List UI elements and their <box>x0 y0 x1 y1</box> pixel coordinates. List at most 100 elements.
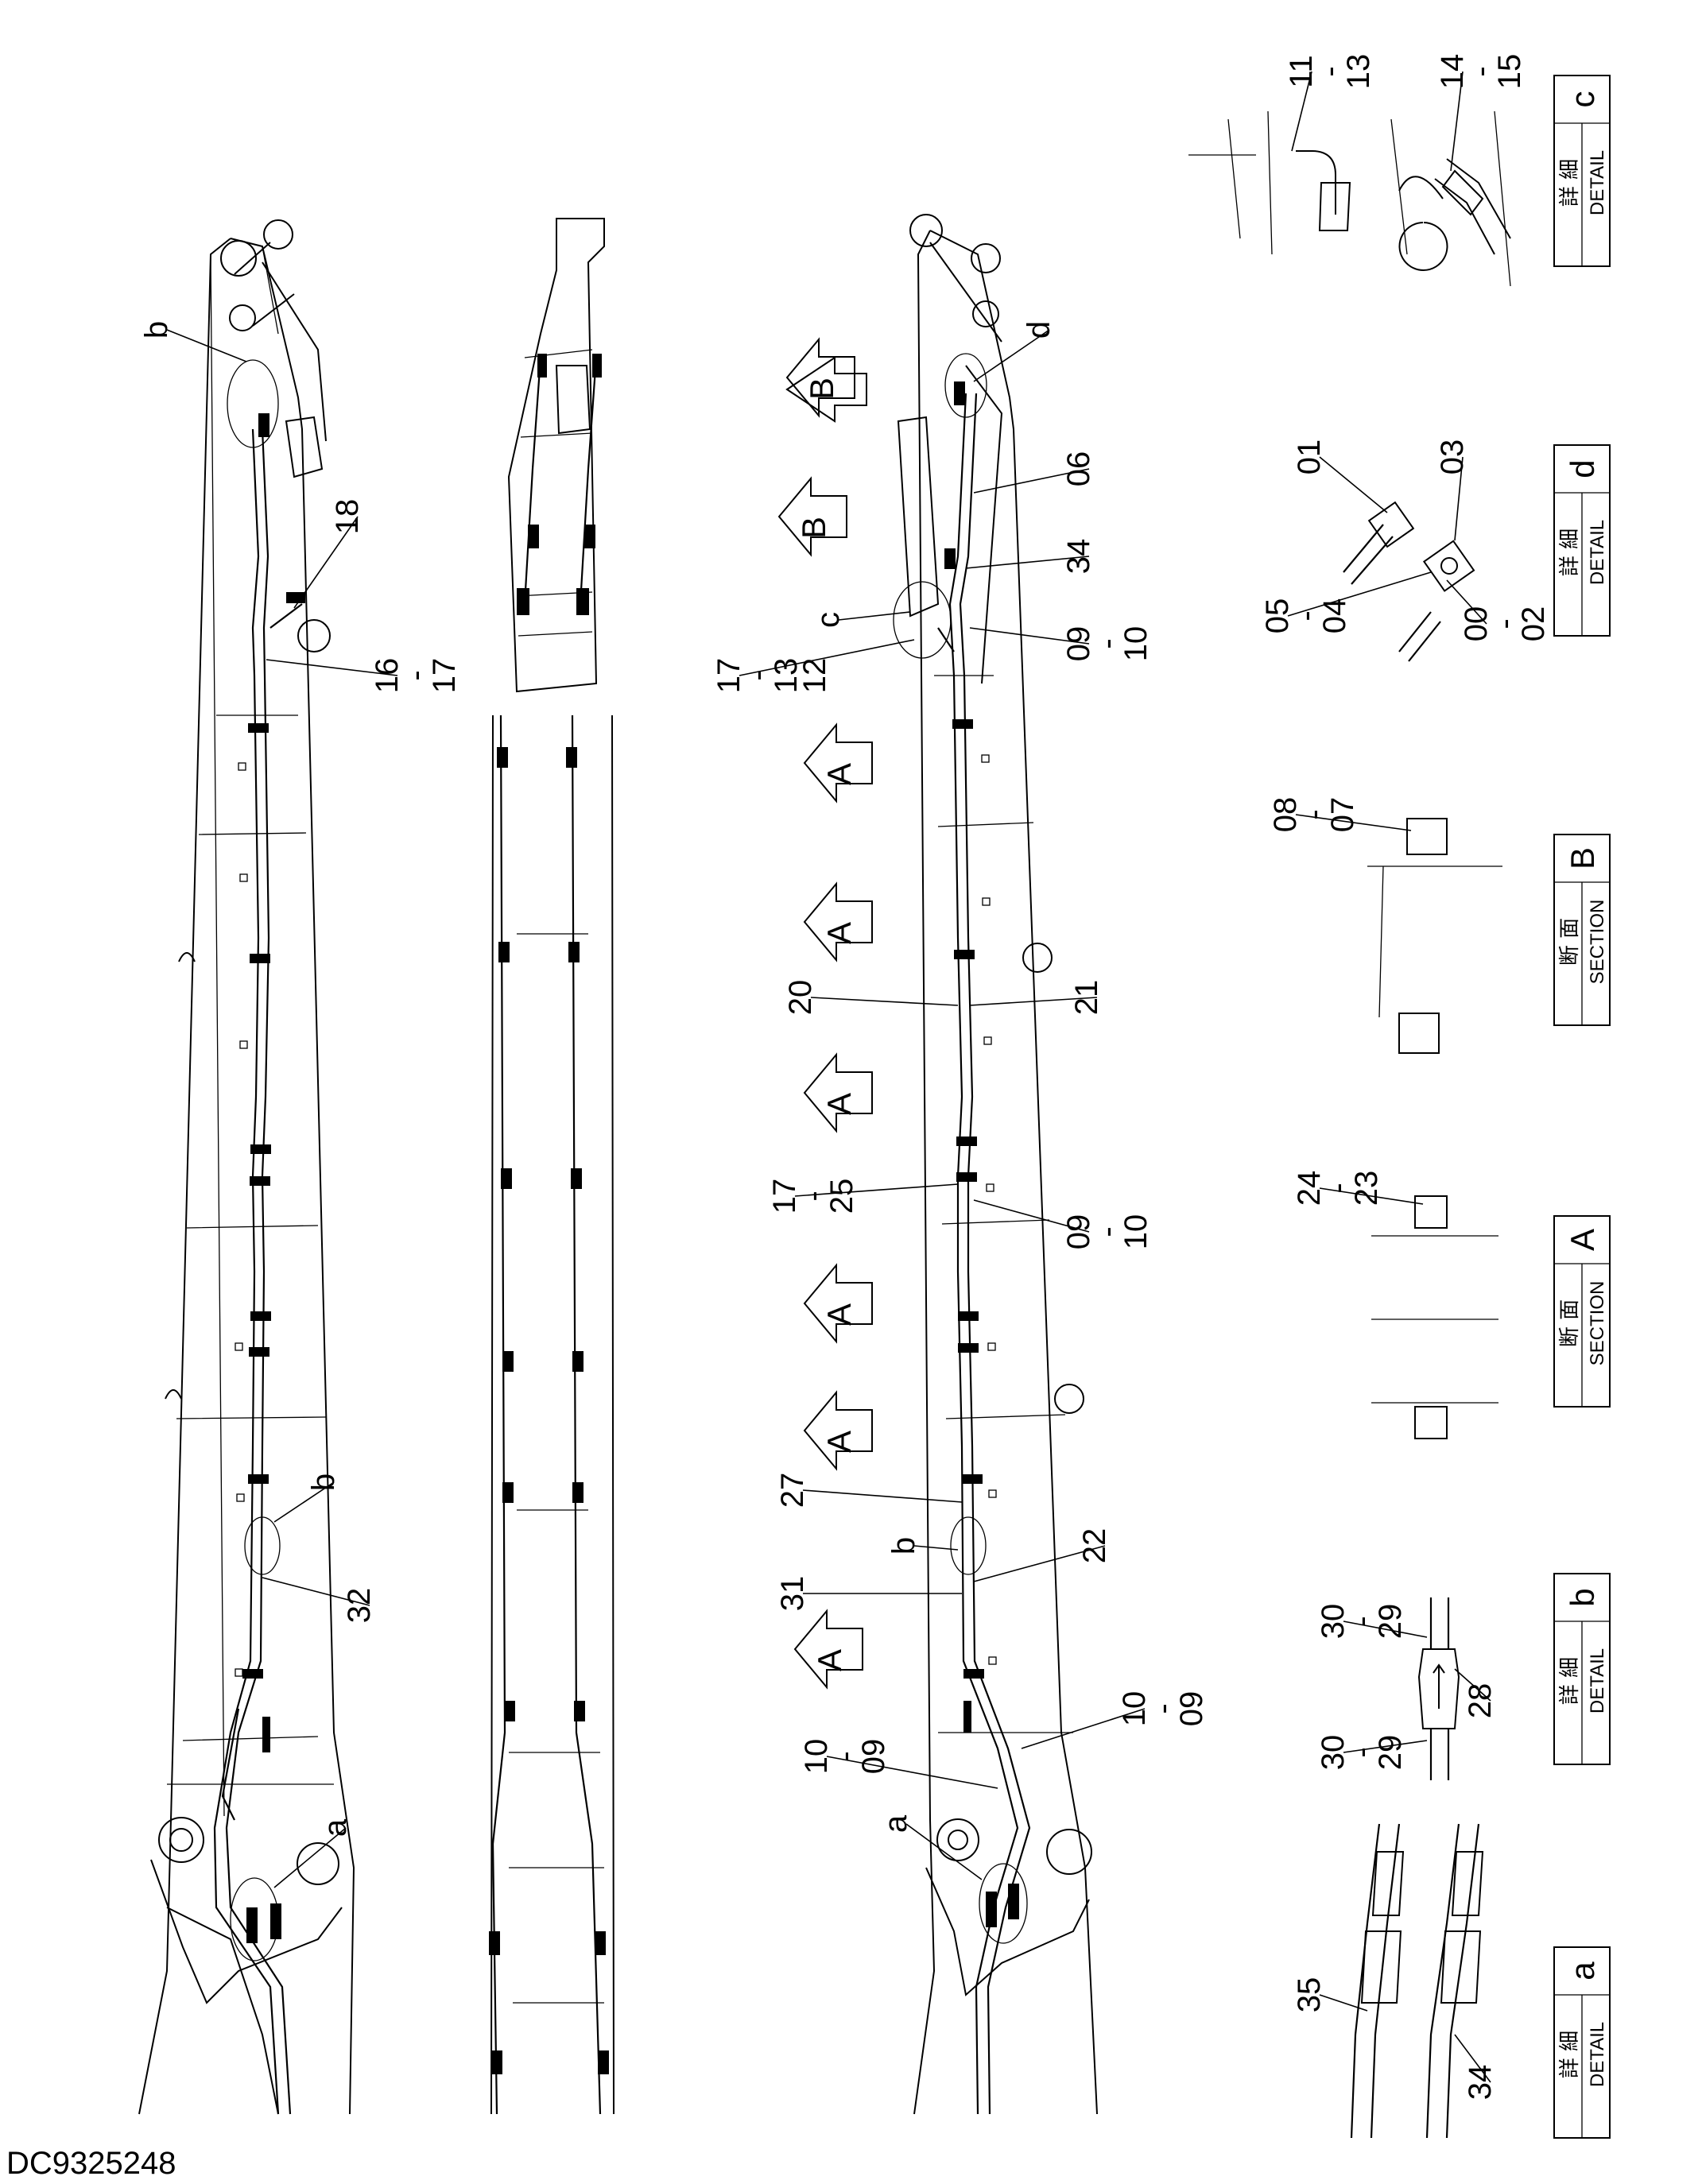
leader-line <box>266 659 398 676</box>
detail-box-a: 詳 細 DETAIL a <box>1553 1946 1611 2139</box>
detail-b-en: DETAIL <box>1587 1648 1608 1714</box>
view-arrow-A-5: A <box>793 1609 863 1690</box>
part-number: 24-23 <box>1292 1171 1384 1206</box>
leader-line <box>273 1827 347 1888</box>
leader-line <box>166 329 247 362</box>
leader-line <box>1319 1187 1424 1205</box>
leader-line <box>293 516 359 609</box>
part-label-right-34: 34 <box>965 539 1096 575</box>
part-label-section-b-08-07: 08-07 <box>1268 797 1412 833</box>
part-label-detail-a-35: 35 <box>1292 1977 1368 2013</box>
center-boom-view <box>489 218 615 2115</box>
section-b-art <box>1367 818 1502 1054</box>
section-a-art <box>1371 1195 1498 1439</box>
part-label-right-17-13-12: 17-1312 <box>711 639 915 693</box>
leader-line <box>794 1183 959 1197</box>
leader-line <box>905 1823 983 1880</box>
part-number: b <box>886 1537 921 1555</box>
view-arrow-label: A <box>820 1303 858 1326</box>
part-label-right-b: b <box>886 1537 959 1555</box>
part-number: 18 <box>330 499 365 535</box>
part-label-right-31: 31 <box>775 1576 962 1611</box>
part-label-right-17-25: 17-25 <box>767 1179 959 1214</box>
part-number: 17-25 <box>767 1179 859 1214</box>
part-number: b <box>139 321 174 339</box>
part-label-right-22: 22 <box>973 1528 1112 1582</box>
leader-line <box>1454 1668 1491 1702</box>
part-label-detail-c-14-15: 14-15 <box>1435 54 1527 172</box>
view-arrows <box>785 356 867 423</box>
detail-box-c: 詳 細 DETAIL c <box>1553 75 1611 267</box>
part-number: 16-17 <box>370 658 462 694</box>
leader-line <box>1450 71 1464 172</box>
detail-c-en: DETAIL <box>1587 150 1608 215</box>
part-number: b <box>306 1473 341 1491</box>
leader-line <box>965 556 1090 569</box>
leader-line <box>973 1545 1106 1582</box>
part-number: 00-02 <box>1459 606 1551 642</box>
part-number: 11-13 <box>1284 54 1376 90</box>
part-label-detail-c-11-13: 11-13 <box>1284 54 1376 152</box>
leader-line <box>1454 456 1464 541</box>
leader-line <box>973 329 1050 382</box>
section-b-letter: B <box>1564 847 1601 869</box>
part-number: a <box>878 1814 913 1833</box>
leader-line <box>802 1489 963 1503</box>
leader-line <box>262 1577 370 1606</box>
view-arrow-label: A <box>820 1093 858 1115</box>
leader-line <box>969 627 1090 645</box>
section-a-jp: 断 面 <box>1558 1299 1582 1347</box>
part-number: 09-10 <box>1061 1214 1153 1250</box>
part-number: 03 <box>1435 440 1470 475</box>
part-number: 32 <box>342 1588 377 1624</box>
part-label-left-b-top: b <box>139 321 247 362</box>
part-label-left-18: 18 <box>293 499 365 609</box>
part-number: 27 <box>775 1473 810 1508</box>
part-label-left-a: a <box>273 1818 353 1888</box>
section-box-a: 断 面 SECTION A <box>1553 1215 1611 1408</box>
view-arrow-label: A <box>820 763 858 785</box>
section-a-en: SECTION <box>1587 1281 1608 1366</box>
detail-d-en: DETAIL <box>1587 520 1608 585</box>
leader-line <box>1343 1621 1428 1638</box>
leader-line <box>1295 814 1412 831</box>
detail-d-jp: 詳 細 <box>1558 529 1582 576</box>
leader-line <box>810 997 959 1006</box>
detail-box-b: 詳 細 DETAIL b <box>1553 1573 1611 1765</box>
leader-line <box>1021 1708 1146 1749</box>
leader-line <box>969 997 1098 1006</box>
part-number: 10-09 <box>799 1739 891 1775</box>
detail-b-letter: b <box>1564 1588 1601 1606</box>
part-number: 08-07 <box>1268 797 1360 833</box>
part-number: 35 <box>1292 1977 1327 2013</box>
view-arrow-A-0: A <box>803 722 873 804</box>
detail-d-art <box>1343 501 1475 662</box>
section-box-b: 断 面 SECTION B <box>1553 834 1611 1026</box>
view-arrow-label: A <box>820 1431 858 1453</box>
leader-line <box>838 611 911 621</box>
detail-box-d: 詳 細 DETAIL d <box>1553 444 1611 637</box>
left-boom-view <box>138 219 355 2115</box>
view-arrow-A-1: A <box>803 881 873 962</box>
part-number: 10-09 <box>1117 1691 1209 1727</box>
part-number: 22 <box>1077 1528 1112 1564</box>
detail-a-jp: 詳 細 <box>1558 2031 1582 2078</box>
part-number: 34 <box>1061 539 1096 575</box>
leader-line <box>1287 571 1432 617</box>
part-label-right-10-09-right: 10-09 <box>1021 1691 1209 1749</box>
detail-b-jp: 詳 細 <box>1558 1657 1582 1705</box>
detail-a-letter: a <box>1564 1961 1601 1981</box>
part-label-right-20: 20 <box>783 980 959 1015</box>
part-label-left-16-17: 16-17 <box>266 658 462 694</box>
part-number: 30-29 <box>1316 1735 1408 1771</box>
part-number: 06 <box>1061 451 1096 487</box>
view-arrow-label: B <box>803 378 840 400</box>
part-label-left-32: 32 <box>262 1577 377 1624</box>
part-label-right-a: a <box>878 1814 983 1880</box>
part-label-right-09-10-top: 09-10 <box>969 626 1153 661</box>
part-label-detail-b-30-29-bot: 30-29 <box>1316 1735 1428 1771</box>
part-number: d <box>1022 321 1056 339</box>
